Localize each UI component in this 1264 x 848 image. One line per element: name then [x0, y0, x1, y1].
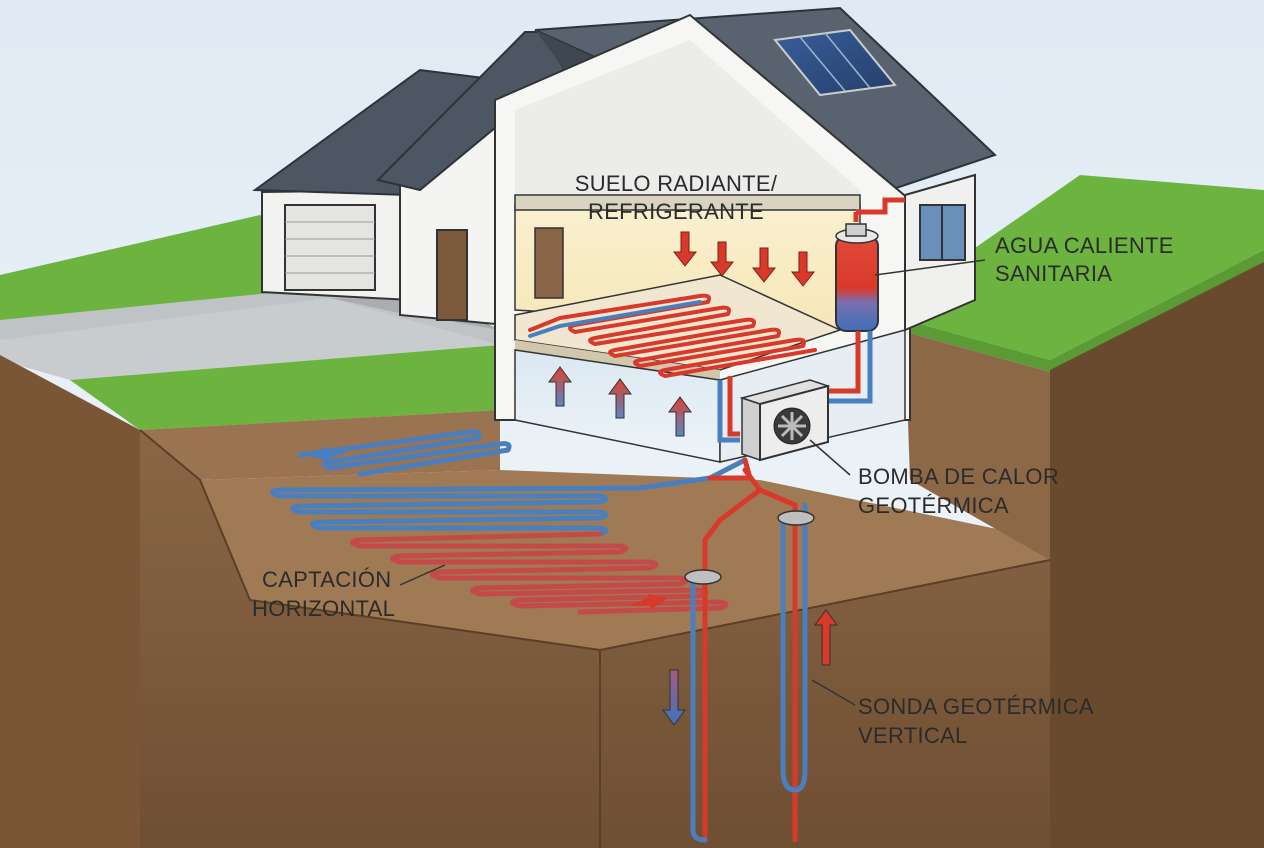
soil-block — [0, 262, 1264, 848]
svg-text:SUELO RADIANTE/: SUELO RADIANTE/ — [575, 171, 778, 196]
radiant-floor-pipes — [528, 293, 817, 378]
svg-text:REFRIGERANTE: REFRIGERANTE — [588, 199, 764, 224]
svg-text:VERTICAL: VERTICAL — [858, 723, 968, 748]
svg-text:SANITARIA: SANITARIA — [995, 261, 1112, 286]
label-agua-caliente: AGUA CALIENTE SANITARIA — [995, 233, 1174, 286]
loop-flow-arrows — [310, 446, 668, 610]
svg-text:BOMBA DE CALOR: BOMBA DE CALOR — [858, 464, 1059, 489]
label-sonda: SONDA GEOTÉRMICA VERTICAL — [858, 694, 1094, 748]
borehole-collars — [684, 510, 815, 585]
svg-text:SONDA GEOTÉRMICA: SONDA GEOTÉRMICA — [858, 694, 1094, 719]
svg-text:GEOTÉRMICA: GEOTÉRMICA — [858, 493, 1009, 518]
ground-surface — [0, 175, 1264, 430]
basement-up-arrows — [548, 366, 692, 437]
horizontal-ground-loop — [270, 429, 753, 615]
label-suelo-radiante: SUELO RADIANTE/ REFRIGERANTE — [575, 171, 778, 224]
label-bomba-calor: BOMBA DE CALOR GEOTÉRMICA — [858, 464, 1059, 518]
label-captacion: CAPTACIÓN HORIZONTAL — [252, 567, 395, 621]
floor-heat-arrows — [672, 231, 816, 287]
svg-text:CAPTACIÓN: CAPTACIÓN — [262, 567, 391, 592]
leader-lines — [399, 259, 986, 706]
svg-text:AGUA CALIENTE: AGUA CALIENTE — [995, 233, 1174, 258]
borehole-flow-arrows — [662, 609, 838, 726]
svg-text:HORIZONTAL: HORIZONTAL — [252, 596, 395, 621]
vertical-borehole-loops — [690, 467, 808, 843]
